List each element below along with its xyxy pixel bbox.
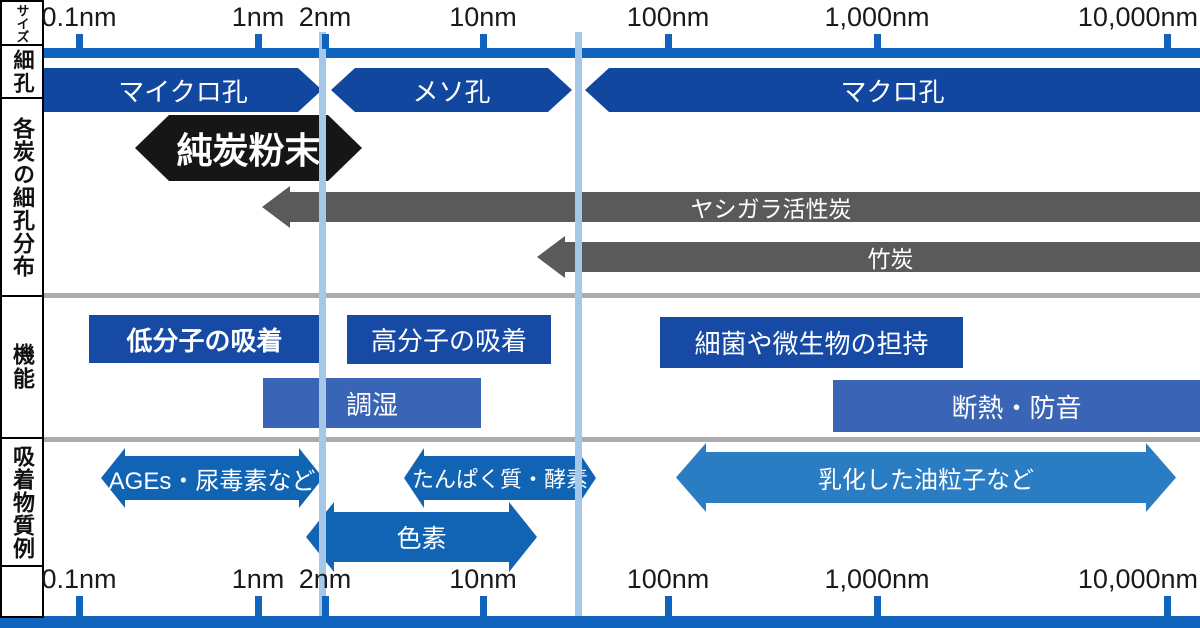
tick-mark [1164,34,1171,49]
row-title-size: サイズ [0,0,44,46]
function-small-molecule-box: 低分子の吸着 [89,315,320,363]
function-polymer-box: 高分子の吸着 [347,315,551,364]
row-title-distribution: 各炭の細孔分布 [0,97,44,297]
tick-label: 10nm [449,564,517,594]
tick-mark [1164,596,1171,617]
adsorbate-ages-arrow: AGEs・尿毒素など [101,448,323,508]
tick-label: 100nm [626,564,710,594]
tick-mark [322,596,329,617]
tick-mark [255,34,262,49]
mesopore-arrow: メソ孔 [331,68,572,112]
row-title-function: 機能 [0,295,44,439]
tick-mark [76,596,83,617]
guide-line-50nm [575,32,582,616]
macropore-arrow: マクロ孔 [585,68,1200,112]
function-humidity-box: 調湿 [263,378,481,428]
guide-line-2nm [319,32,326,616]
tick-label: 1nm [231,2,285,32]
row-title-pore: 細孔 [0,44,44,99]
function-insulation-box: 断熱・防音 [833,380,1200,432]
tick-label: 1,000nm [824,2,930,32]
coconut-activated-carbon-arrow: ヤシガラ活性炭 [262,186,1200,228]
tick-mark [480,34,487,49]
scale-bar-bottom [0,616,1200,628]
adsorbate-pigment-arrow: 色素 [306,502,537,572]
divider-distribution-function [44,293,1200,298]
tick-mark [665,34,672,49]
tick-mark [76,34,83,49]
adsorbate-oil-arrow: 乳化した油粒子など [676,443,1176,512]
scale-bar-top [44,48,1200,58]
tick-label: 0.1nm [41,2,117,32]
function-microbe-box: 細菌や微生物の担持 [660,317,963,368]
tick-label: 2nm [298,564,352,594]
tick-label: 2nm [298,2,352,32]
row-title-empty [0,565,44,618]
micropore-arrow: マイクロ孔 [44,68,322,112]
tick-mark [874,34,881,49]
tick-label: 10,000nm [1077,564,1198,594]
adsorbate-protein-arrow: たんぱく質・酵素 [404,448,596,508]
pure-charcoal-arrow: 純炭粉末 [135,115,362,181]
tick-label: 0.1nm [41,564,117,594]
tick-label: 1,000nm [824,564,930,594]
bamboo-charcoal-arrow: 竹炭 [537,236,1200,278]
divider-function-adsorbate [44,437,1200,442]
tick-label: 10,000nm [1077,2,1198,32]
tick-mark [665,596,672,617]
tick-label: 1nm [231,564,285,594]
tick-mark [480,596,487,617]
tick-mark [255,596,262,617]
tick-label: 100nm [626,2,710,32]
row-title-adsorbate: 吸着物質例 [0,437,44,567]
tick-mark [322,34,329,49]
tick-mark [874,596,881,617]
tick-label: 10nm [449,2,517,32]
